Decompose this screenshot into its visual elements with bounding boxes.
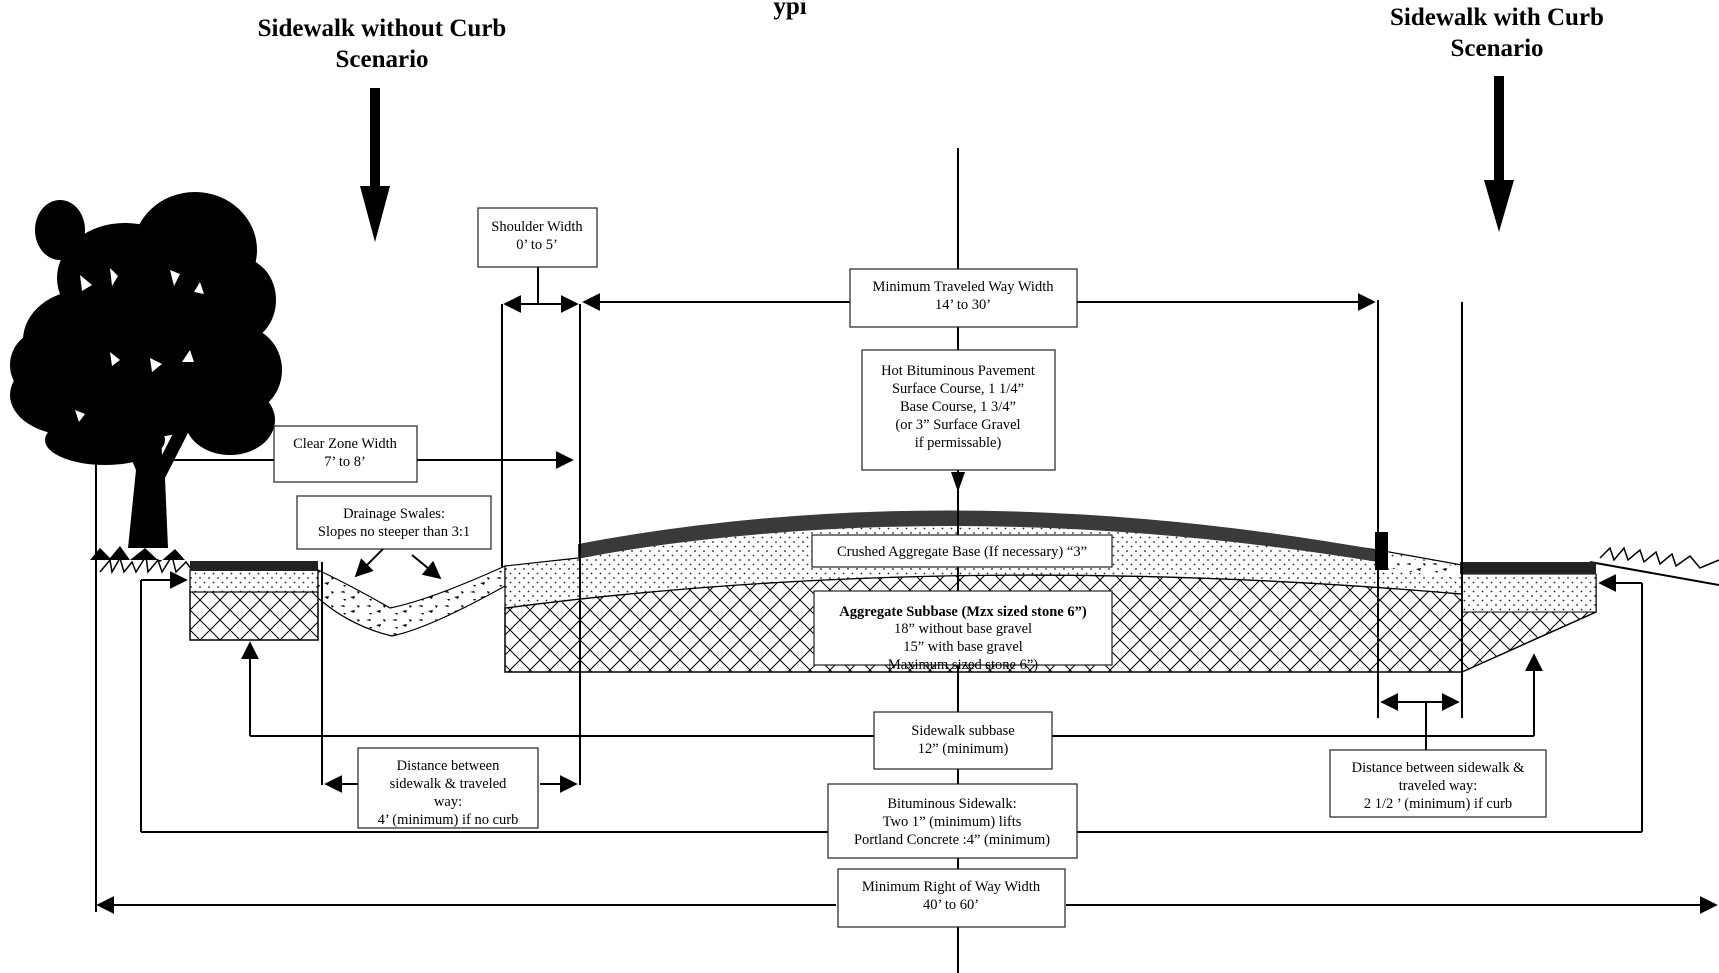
svg-text:12” (minimum): 12” (minimum)	[918, 741, 1009, 757]
svg-text:Clear Zone Width: Clear Zone Width	[293, 436, 398, 452]
svg-text:Maximum sized stone 6”): Maximum sized stone 6”)	[888, 657, 1038, 673]
tree-icon	[10, 192, 282, 562]
svg-text:Sidewalk without Curb: Sidewalk without Curb	[258, 15, 507, 42]
svg-text:0’ to 5’: 0’ to 5’	[516, 237, 558, 253]
distance-curb-label: Distance between sidewalk & traveled way…	[1329, 749, 1547, 818]
svg-text:Base Course, 1 3/4”: Base Course, 1 3/4”	[900, 399, 1016, 415]
shoulder-width-label: Shoulder Width 0’ to 5’	[477, 207, 598, 268]
svg-text:15” with base gravel: 15” with base gravel	[903, 639, 1023, 655]
partial-top-title: ypi	[773, 0, 806, 20]
svg-text:40’ to 60’: 40’ to 60’	[923, 897, 979, 913]
svg-text:Minimum Traveled Way Width: Minimum Traveled Way Width	[873, 279, 1055, 295]
distance-no-curb-label: Distance between sidewalk & traveled way…	[357, 747, 539, 829]
left-sidewalk	[189, 561, 319, 641]
header-sidewalk-without-curb: Sidewalk without Curb Scenario	[258, 15, 507, 73]
svg-text:Bituminous Sidewalk:: Bituminous Sidewalk:	[887, 796, 1016, 812]
svg-text:(or 3” Surface Gravel: (or 3” Surface Gravel	[895, 417, 1020, 433]
svg-text:Aggregate Subbase (Mzx sized s: Aggregate Subbase (Mzx sized stone 6”)	[839, 604, 1087, 620]
right-sidewalk	[1460, 562, 1597, 674]
right-of-way-label: Minimum Right of Way Width 40’ to 60’	[837, 868, 1066, 928]
svg-text:Distance between: Distance between	[397, 758, 500, 774]
pavement-pointer-arrow	[951, 472, 965, 492]
svg-text:Two 1” (minimum) lifts: Two 1” (minimum) lifts	[883, 814, 1022, 830]
svg-text:sidewalk & traveled: sidewalk & traveled	[390, 776, 508, 792]
svg-text:traveled way:: traveled way:	[1399, 778, 1478, 794]
aggregate-subbase-label: Aggregate Subbase (Mzx sized stone 6”) 1…	[813, 590, 1113, 673]
reference-lines	[95, 300, 1463, 912]
ground-slope-right	[1589, 561, 1719, 586]
svg-text:Minimum Right of Way Width: Minimum Right of Way Width	[862, 879, 1041, 895]
svg-text:Sidewalk with Curb: Sidewalk with Curb	[1390, 4, 1604, 31]
drainage-arrow	[411, 554, 442, 580]
drainage-swales-label: Drainage Swales: Slopes no steeper than …	[296, 495, 492, 550]
drainage-swale	[317, 565, 506, 637]
grass-right	[1599, 546, 1719, 569]
svg-text:2 1/2 ’ (minimum) if curb: 2 1/2 ’ (minimum) if curb	[1364, 796, 1512, 812]
svg-text:way:: way:	[434, 794, 462, 810]
svg-text:Distance between sidewalk &: Distance between sidewalk &	[1352, 760, 1525, 776]
svg-text:Scenario: Scenario	[335, 46, 428, 73]
svg-text:Portland Concrete :4” (minimu: Portland Concrete :4” (minimum)	[854, 832, 1050, 848]
svg-text:Slopes no steeper than 3:1: Slopes no steeper than 3:1	[318, 524, 470, 540]
sidewalk-subbase-label: Sidewalk subbase 12” (minimum)	[873, 711, 1053, 770]
svg-text:Surface Course, 1 1/4”: Surface Course, 1 1/4”	[892, 381, 1024, 397]
grass-left	[99, 553, 193, 575]
clear-zone-label: Clear Zone Width 7’ to 8’	[273, 425, 418, 483]
svg-text:Crushed Aggregate Base (If nec: Crushed Aggregate Base (If necessary) “3…	[837, 544, 1087, 560]
crushed-base-label: Crushed Aggregate Base (If necessary) “3…	[811, 534, 1113, 568]
svg-text:14’ to 30’: 14’ to 30’	[935, 297, 991, 313]
tree-highlight	[75, 268, 204, 422]
drainage-arrow	[354, 546, 386, 578]
svg-text:Scenario: Scenario	[1450, 35, 1543, 62]
distance-curb-dimension	[1380, 693, 1460, 750]
down-arrow-icon	[1484, 76, 1514, 232]
pavement-label: Hot Bituminous Pavement Surface Course, …	[861, 349, 1056, 471]
down-arrow-icon	[360, 88, 390, 242]
svg-text:4’ (minimum) if no curb: 4’ (minimum) if no curb	[378, 812, 519, 828]
svg-text:7’ to 8’: 7’ to 8’	[324, 454, 366, 470]
header-sidewalk-with-curb: Sidewalk with Curb Scenario	[1390, 4, 1604, 62]
svg-text:if permissable): if permissable)	[915, 435, 1002, 451]
svg-text:Sidewalk subbase: Sidewalk subbase	[911, 723, 1015, 739]
shoulder-width-dimension	[503, 262, 579, 313]
svg-text:18” without base gravel: 18” without base gravel	[894, 621, 1032, 637]
svg-text:Hot Bituminous Pavement: Hot Bituminous Pavement	[881, 363, 1035, 379]
bituminous-sidewalk-label: Bituminous Sidewalk: Two 1” (minimum) li…	[827, 783, 1078, 859]
traveled-way-label: Minimum Traveled Way Width 14’ to 30’	[849, 268, 1078, 328]
svg-text:Shoulder Width: Shoulder Width	[491, 219, 583, 235]
svg-text:Drainage Swales:: Drainage Swales:	[343, 506, 445, 522]
